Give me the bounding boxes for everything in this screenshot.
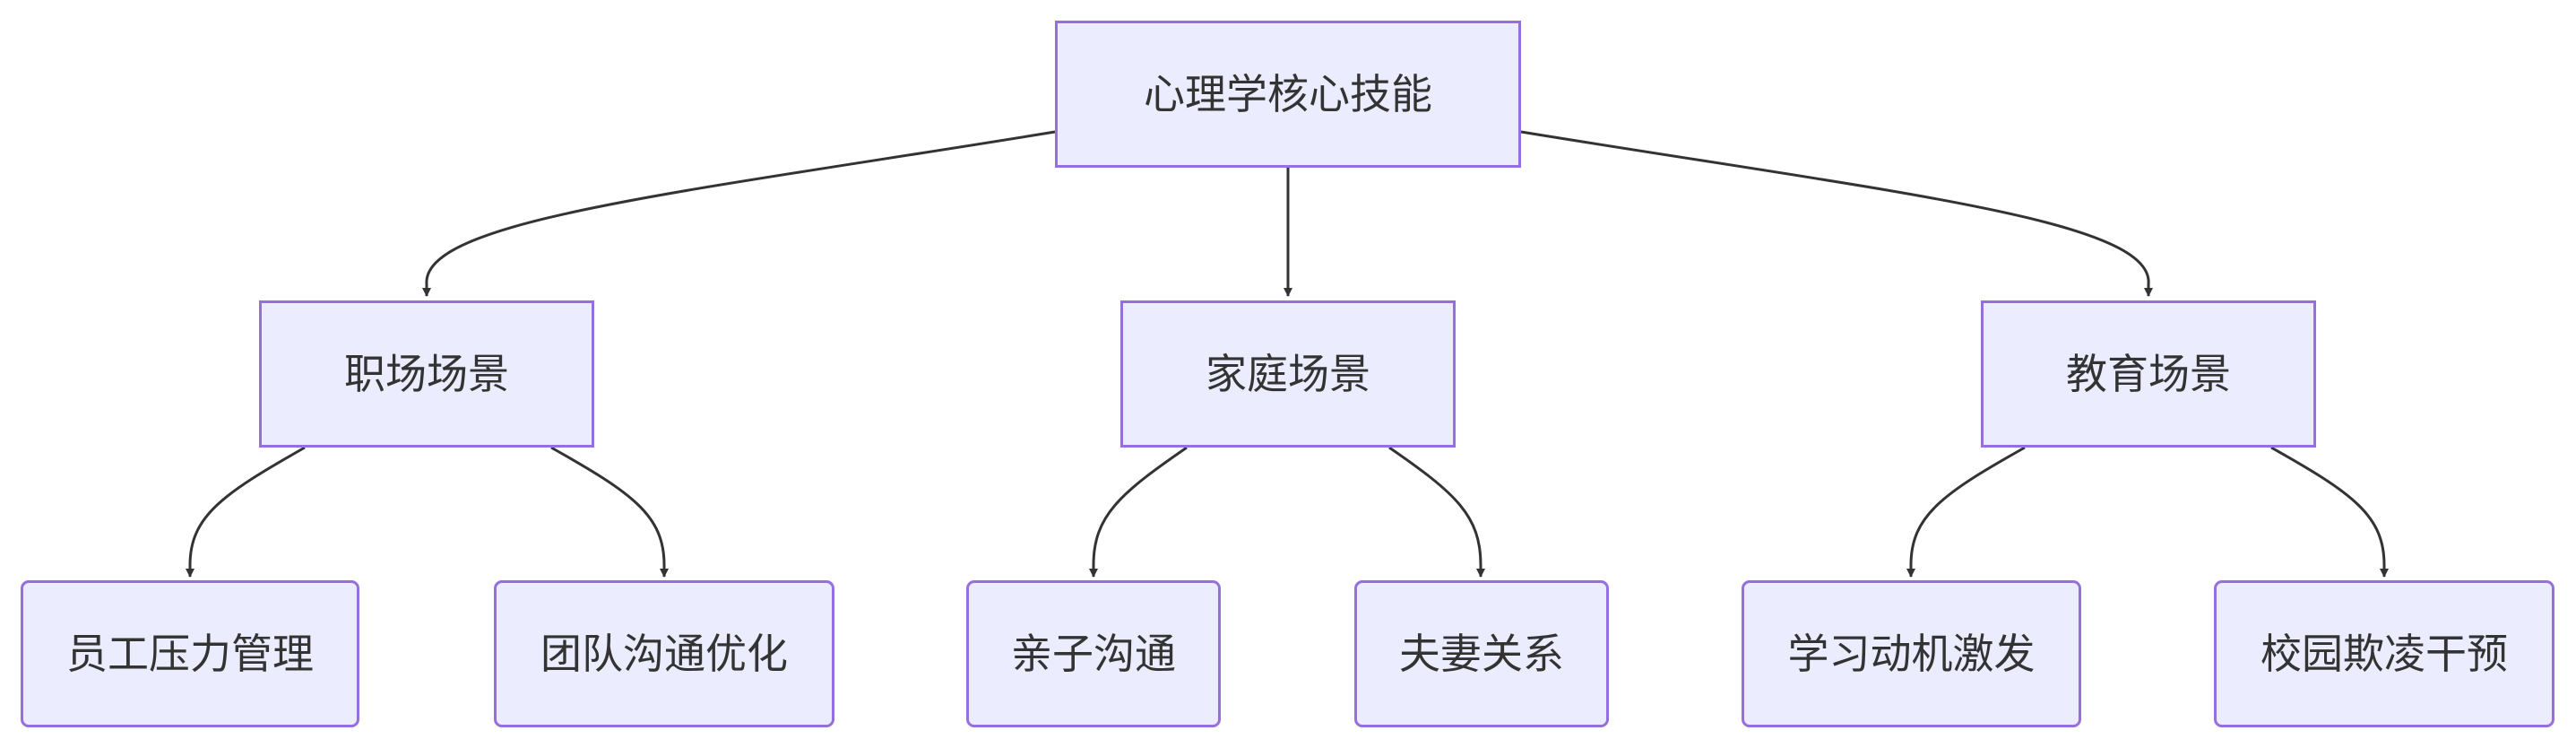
leaf-node-label: 团队沟通优化 xyxy=(540,630,788,678)
root-node-label: 心理学核心技能 xyxy=(1144,70,1432,118)
edge-workplace-to-team xyxy=(550,446,669,578)
leaf-node-team-communication[interactable]: 团队沟通优化 xyxy=(494,580,834,727)
leaf-node-label: 校园欺凌干预 xyxy=(2260,630,2508,678)
category-node-label: 职场场景 xyxy=(344,350,509,398)
leaf-node-label: 员工压力管理 xyxy=(66,630,314,678)
edge-root-to-education xyxy=(1520,130,2153,297)
category-node-family[interactable]: 家庭场景 xyxy=(1120,300,1456,448)
leaf-node-label: 学习动机激发 xyxy=(1787,630,2036,678)
edge-root-to-workplace xyxy=(422,130,1056,297)
root-node[interactable]: 心理学核心技能 xyxy=(1055,21,1521,168)
leaf-node-employee-stress[interactable]: 员工压力管理 xyxy=(21,580,359,727)
leaf-node-parent-child[interactable]: 亲子沟通 xyxy=(966,580,1221,727)
leaf-node-learning-motivation[interactable]: 学习动机激发 xyxy=(1742,580,2081,727)
leaf-node-spouse-relationship[interactable]: 夫妻关系 xyxy=(1354,580,1609,727)
edge-workplace-to-stress xyxy=(186,446,306,578)
edge-family-to-spouse xyxy=(1388,446,1485,578)
edge-education-to-motivation xyxy=(1906,446,2026,578)
category-node-label: 教育场景 xyxy=(2066,350,2231,398)
edge-education-to-bullying xyxy=(2270,446,2389,578)
category-node-education[interactable]: 教育场景 xyxy=(1981,300,2316,448)
category-node-label: 家庭场景 xyxy=(1206,350,1370,398)
leaf-node-label: 亲子沟通 xyxy=(1011,630,1176,678)
edge-family-to-parent-child xyxy=(1089,446,1188,578)
category-node-workplace[interactable]: 职场场景 xyxy=(259,300,594,448)
leaf-node-label: 夫妻关系 xyxy=(1399,630,1564,678)
leaf-node-bullying-intervention[interactable]: 校园欺凌干预 xyxy=(2214,580,2554,727)
